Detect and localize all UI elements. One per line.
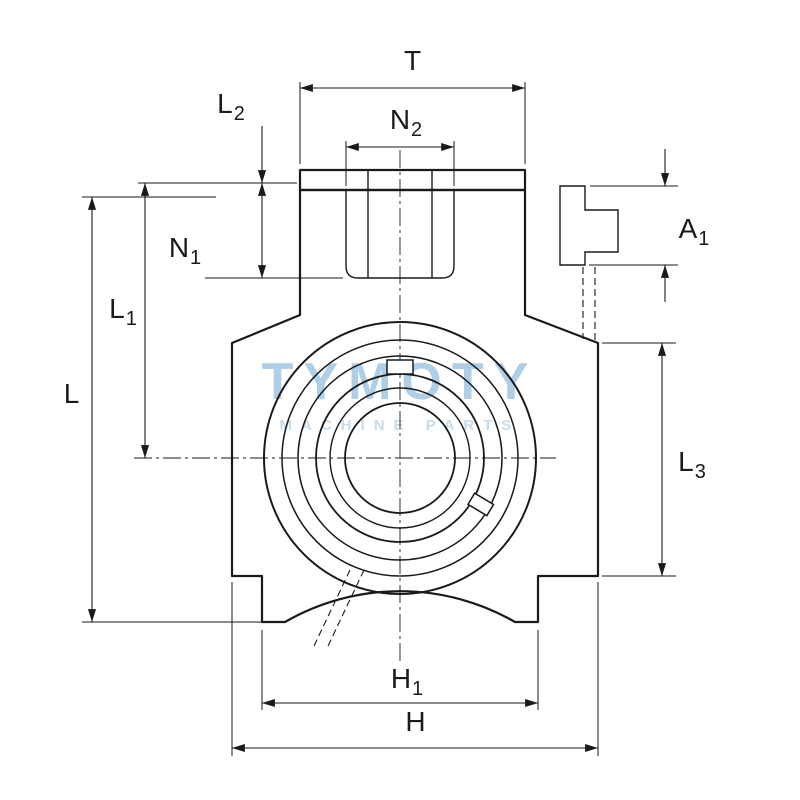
bearing-rings [263, 321, 537, 595]
centerlines [134, 150, 556, 664]
extension-lines [82, 82, 678, 756]
guide-tab [559, 185, 619, 266]
dimension-lines [87, 83, 670, 753]
housing-outline [230, 168, 600, 647]
locking-collar-notch [386, 359, 414, 375]
watermark-tagline: MACHINE PARTS [279, 417, 521, 434]
top-plate [298, 168, 527, 192]
set-screw [466, 492, 495, 517]
adjusting-boss [345, 190, 455, 279]
